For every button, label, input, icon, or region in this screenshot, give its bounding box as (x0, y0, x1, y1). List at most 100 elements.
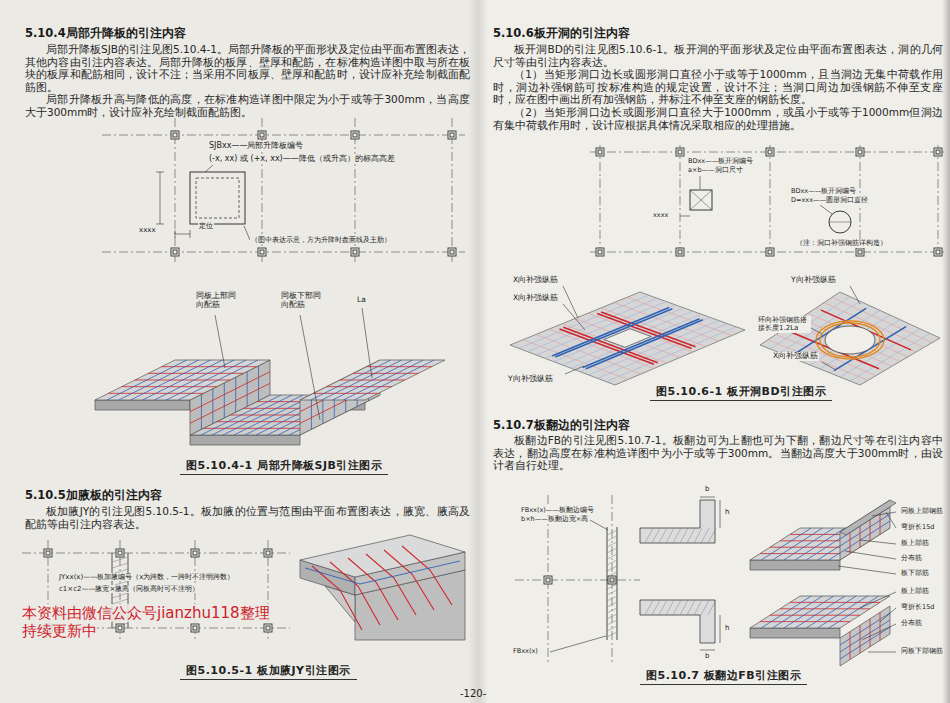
column-core (266, 551, 270, 555)
hatch (708, 600, 716, 615)
rebar (247, 371, 248, 406)
leader-line (838, 566, 896, 574)
figure-label: b (704, 652, 710, 660)
leader-line (205, 165, 213, 172)
figure-label: 板下部筋 (900, 570, 930, 578)
rebar (795, 528, 845, 560)
paragraph: 板开洞BD的引注见图5.10.6-1。板开洞的平面形状及定位由平面布置图表达，洞… (493, 43, 943, 68)
sjb-inner (196, 178, 239, 218)
hatch (607, 560, 617, 565)
figure-label: 同板下部钢筋 (900, 648, 944, 656)
rebar (818, 596, 868, 628)
hatch (708, 528, 716, 543)
column (258, 248, 266, 256)
paragraph: 局部升降板升高与降低的高度，在标准构造详图中限定为小于或等于300mm，当高度大… (25, 93, 470, 118)
leader-line (820, 205, 832, 214)
dimension-line (160, 172, 161, 224)
figure-caption: 图5.10.7 板翻边FB引注图示 (640, 670, 807, 685)
flange-top (840, 500, 896, 535)
rebar (354, 360, 434, 400)
rebar (840, 627, 890, 659)
hatch (645, 600, 653, 615)
rebar (761, 596, 811, 628)
figure-label: xxxx (652, 212, 669, 220)
column (448, 248, 456, 256)
paragraph: 板翻边FB的引注见图5.10.7-1。板翻边可为上翻也可为下翻，翻边尺寸等在引注… (493, 434, 943, 472)
rebar (850, 632, 851, 660)
dimension-tick (175, 230, 176, 238)
axis-line (175, 118, 176, 262)
rebar (806, 596, 856, 628)
dimension-line (700, 650, 715, 651)
hole-cross (690, 190, 712, 210)
axis-line (770, 145, 771, 258)
leader-line (822, 362, 836, 370)
hatch (607, 578, 617, 583)
column-core (173, 250, 177, 254)
watermark: 本资料由微信公众号jianzhu118整理 (22, 604, 270, 622)
hole-cross (829, 222, 851, 223)
leader-line (872, 512, 896, 516)
flange-edge (607, 527, 608, 640)
hatch (687, 528, 695, 543)
figure-label: Y向补强纵筋 (790, 276, 837, 285)
column (171, 248, 179, 256)
column (191, 549, 199, 557)
hatch (659, 528, 667, 543)
hatch (687, 600, 695, 615)
column-core (353, 133, 357, 137)
figure-caption: 图5.10.6-1 板开洞BD引注图示 (650, 386, 832, 401)
column (596, 248, 604, 256)
leader-line (300, 315, 320, 420)
leader-line (880, 608, 896, 622)
figure-label: （图中表达示意，方为升降时盘面线及主肋） (250, 236, 392, 244)
rebar (333, 360, 413, 400)
dimension-line (680, 216, 690, 217)
hatch (607, 572, 617, 577)
column (351, 248, 359, 256)
column (934, 148, 942, 156)
axis-line (938, 145, 939, 258)
hatch (607, 614, 617, 619)
rebar (773, 596, 823, 628)
figure-label: X向补强纵筋 (512, 294, 559, 303)
slab-edge (190, 435, 300, 445)
column-core (260, 133, 264, 137)
figure-caption: 图5.10.4-1 局部升降板SJB引注图示 (180, 460, 388, 475)
rebar (880, 612, 881, 640)
column-core (46, 551, 50, 555)
paragraph: （1）当矩形洞口边长或圆形洞口直径小于或等于1000mm，且当洞边无集中荷载作用… (493, 68, 943, 106)
section-heading: 5.10.6板开洞的引注内容 (493, 27, 630, 41)
leader-line (590, 520, 608, 530)
paragraph: 板加腋JY的引注见图5.10.5-1。板加腋的位置与范围由平面布置图表达，腋宽、… (25, 505, 470, 530)
rebar (840, 620, 890, 652)
hatch (645, 528, 653, 543)
column-core (118, 551, 122, 555)
hatch (701, 528, 709, 543)
axis-line (102, 135, 465, 136)
hatch (607, 626, 617, 631)
dimension-line (720, 500, 721, 528)
column-core (768, 150, 772, 154)
rebar (258, 366, 259, 401)
rebar (773, 528, 823, 560)
rebar (166, 360, 246, 400)
figure-label: FBxx(x) (512, 648, 539, 656)
axis-line (515, 580, 640, 581)
rebar (107, 360, 187, 400)
leader-line (845, 551, 896, 559)
leader-line (565, 366, 584, 374)
figure-label: X向补强纵筋 (512, 276, 559, 285)
figure-label: FBxx(x)——板翻边编号 (520, 507, 595, 515)
axis-line (102, 252, 465, 253)
hatch (607, 632, 617, 637)
column-core (936, 150, 940, 154)
paragraph: 局部升降板SJB的引注见图5.10.4-1。局部升降板的平面形状及定位由平面布置… (25, 43, 470, 93)
hatch (607, 566, 617, 571)
leader-line (860, 592, 896, 608)
rebar (143, 360, 223, 400)
section-heading: 5.10.5加腋板的引注内容 (25, 489, 162, 503)
column (171, 131, 179, 139)
figure-label: b×h——板翻边宽×高 (520, 516, 589, 524)
figure-label: La (356, 296, 367, 305)
